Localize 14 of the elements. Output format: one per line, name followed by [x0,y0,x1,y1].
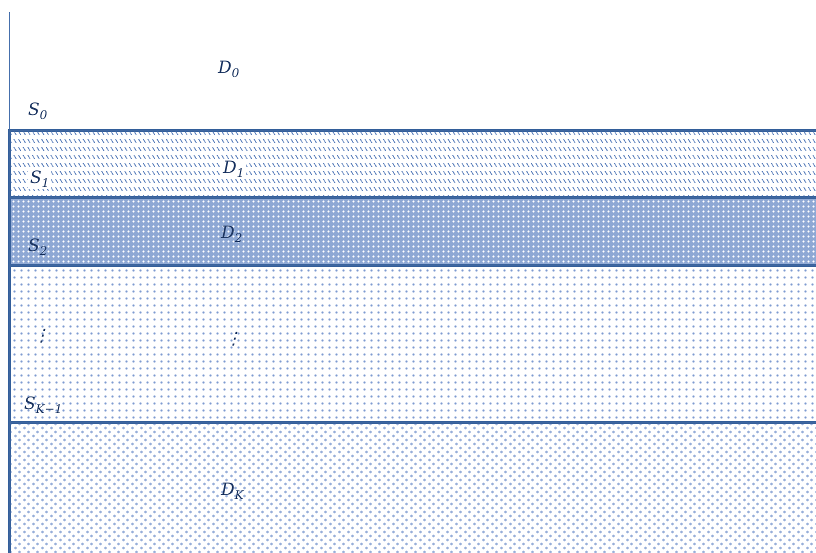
layer-band [8,129,816,199]
interface-label: S$_{2}$ [28,238,48,257]
layer-band [8,421,816,553]
layer-band [8,196,816,266]
layer-band [8,264,816,424]
interface-label: S$_{K−1}$ [24,396,62,415]
layer-label: D$_{1}$ [221,160,246,179]
layer-label: D$_{K}$ [221,482,244,501]
layer-label: D$_{0}$ [218,60,240,79]
interface-label: ⋮ [33,328,50,345]
interface-label: S$_{0}$ [28,102,48,121]
layer-label: D$_{2}$ [221,225,242,244]
interface-label: S$_{1}$ [28,170,52,189]
layer-label: ⋮ [225,331,242,348]
